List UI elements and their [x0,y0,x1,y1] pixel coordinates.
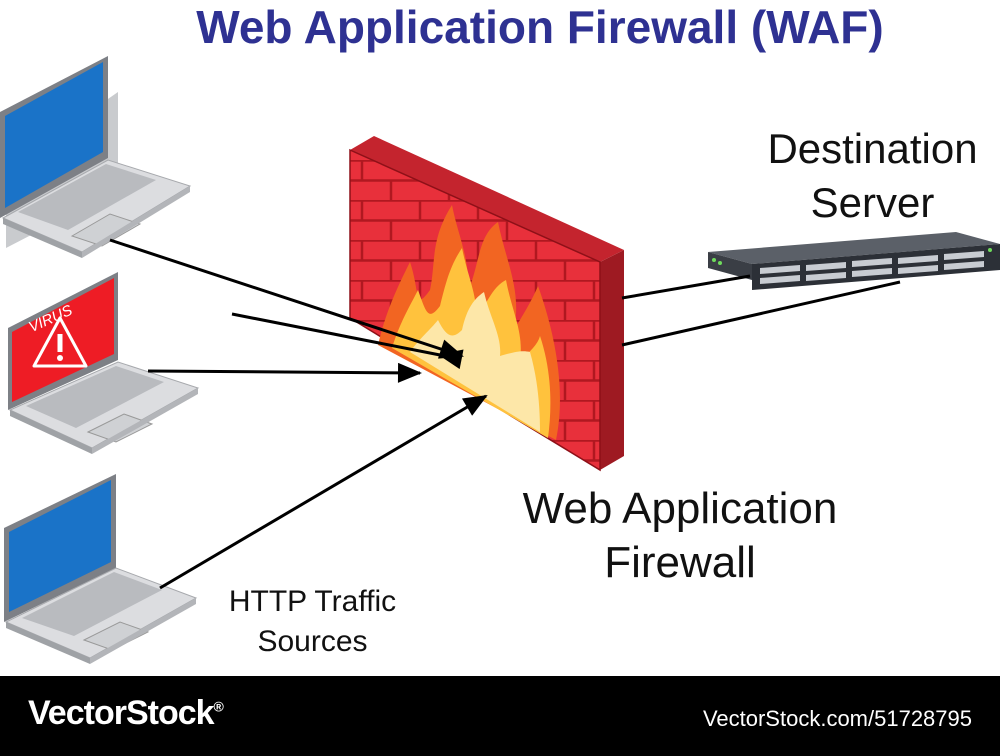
diagram-title: Web Application Firewall (WAF) [196,1,884,53]
footer-bar: VectorStock® VectorStock.com/51728795 [0,676,1000,756]
server-link-line [621,280,901,347]
destination-server-label: Destination Server [767,125,978,226]
footer-url: VectorStock.com/51728795 [702,706,972,731]
blocked-traffic-arrow [231,312,464,370]
traffic-arrows [109,238,901,590]
registered-mark: ® [213,698,224,715]
laptop-icon [4,474,198,664]
brand-name: VectorStock [28,694,215,732]
infected-laptop: VIRUS [8,272,200,454]
virus-warning-icon [32,316,88,368]
laptop-icon [0,56,192,258]
http-traffic-sources-label: HTTP Traffic Sources [228,585,397,658]
server-link-line [621,274,751,300]
vectorstock-logo: VectorStock® [28,694,224,733]
fire-icon [378,205,560,440]
server-rack-icon [708,232,1000,290]
malicious-traffic-arrow [147,362,422,383]
waf-label: Web Application Firewall [522,484,838,587]
allowed-traffic-arrow [159,394,488,590]
allowed-traffic-arrow [109,238,464,359]
waf-diagram: VIRUS [0,56,1000,664]
